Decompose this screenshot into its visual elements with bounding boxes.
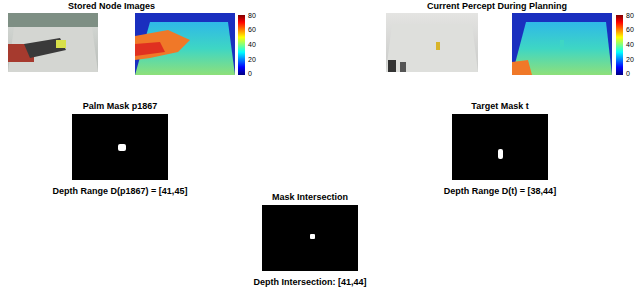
mask-panel: Palm Mask p1867Depth Range D(p1867) = [4… [10, 101, 230, 197]
depth-range: Depth Range D(p1867) = [41,45] [53, 186, 188, 197]
colorbar-tick: 60 [248, 26, 256, 34]
panel-title: Stored Node Images [68, 1, 155, 12]
mask-blob [498, 149, 503, 159]
colorbar-tick: 20 [248, 56, 256, 64]
colorbar-tick: 80 [626, 12, 634, 20]
panel-title: Mask Intersection [272, 192, 348, 203]
mask-image [262, 205, 358, 271]
rgb-photo [8, 13, 98, 72]
mask-image [72, 114, 168, 180]
colorbar-tick: 40 [626, 41, 634, 49]
mask-blob [118, 144, 126, 151]
depth-range: Depth Intersection: [41,44] [253, 277, 366, 288]
colorbar [238, 15, 245, 75]
depth-image [512, 13, 612, 75]
colorbar-tick: 40 [248, 41, 256, 49]
colorbar-tick: 20 [626, 56, 634, 64]
panel-title: Palm Mask p1867 [83, 101, 158, 112]
colorbar-tick: 60 [626, 26, 634, 34]
mask-panel: Mask IntersectionDepth Intersection: [41… [200, 192, 420, 288]
rgb-photo [386, 13, 478, 72]
mask-panel: Target Mask t Depth Range D(t) = [38,44] [390, 101, 610, 197]
mask-image [452, 114, 548, 180]
colorbar-tick: 80 [248, 12, 256, 20]
mask-blob [310, 234, 315, 239]
panel-title: Current Percept During Planning [427, 1, 567, 12]
colorbar-tick: 0 [248, 70, 252, 78]
colorbar-tick: 0 [626, 70, 630, 78]
colorbar [616, 15, 623, 75]
panel-title: Target Mask t [471, 101, 528, 112]
depth-range: Depth Range D(t) = [38,44] [444, 186, 556, 197]
depth-image [135, 13, 235, 75]
